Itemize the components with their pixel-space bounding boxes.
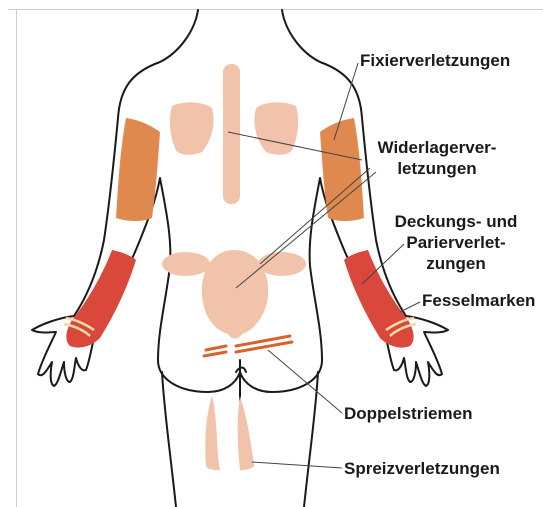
label-spreizverletzungen: Spreizverletzungen [344,458,500,479]
label-widerlagerverletzungen: Widerlagerver- letzungen [362,137,512,179]
label-fesselmarken: Fesselmarken [422,290,535,311]
label-deckungsverletzungen: Deckungs- und Parierverlet- zungen [386,211,526,274]
label-doppelstriemen: Doppelstriemen [344,403,472,424]
label-line: zungen [386,253,526,274]
leader-fessel [400,302,420,312]
label-line: Deckungs- und [386,211,526,232]
light-bruise-areas [162,64,306,470]
label-line: letzungen [362,158,512,179]
label-line: Parierverlet- [386,232,526,253]
right-inner-thigh-bruise [238,396,254,470]
left-inner-thigh-bruise [205,396,220,470]
left-hip-bruise [162,252,210,276]
leader-spreiz [252,462,342,468]
label-fixierverletzungen: Fixierverletzungen [360,50,510,71]
label-line: Widerlagerver- [362,137,512,158]
